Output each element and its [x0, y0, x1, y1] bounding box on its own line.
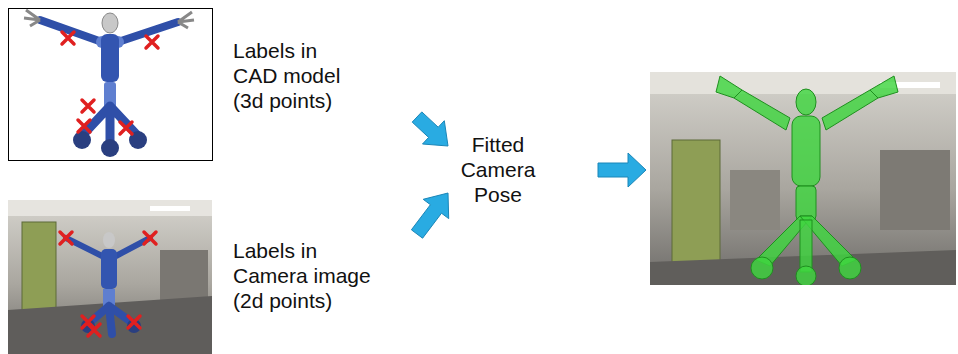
cad-model-image-part-part — [146, 36, 158, 48]
fitted-overlay-image-part — [730, 170, 780, 230]
fitted-overlay-image-part-part — [822, 90, 878, 130]
cad-model-image-part-part — [78, 120, 90, 132]
fitted-overlay-image — [650, 72, 956, 285]
cad-model-image-part — [9, 9, 213, 161]
fitted-overlay-image-part-part — [734, 90, 790, 130]
camera-image-part — [60, 232, 156, 336]
camera-image-part — [8, 200, 212, 216]
fitted-overlay-image-part-part — [751, 257, 773, 279]
right-arrow — [598, 153, 646, 187]
fitted-overlay-image-part-part — [800, 220, 812, 272]
label-text: Labels in Camera image (2d points) — [233, 238, 383, 313]
block-arrow — [412, 112, 448, 146]
fitted-overlay-image-part-part — [839, 257, 861, 279]
cad-model-image-part — [24, 10, 40, 26]
cad-model-image-part — [101, 139, 119, 157]
fitted-overlay-image-part — [672, 140, 720, 265]
fitted-overlay-image-part-part — [796, 266, 816, 285]
fitted-overlay-image-part-part — [716, 76, 742, 98]
label-text: Labels in CAD model (3d points) — [233, 38, 357, 113]
cad-model-image-part-part — [62, 32, 74, 44]
fitted-overlay-image-part — [650, 72, 956, 285]
right-arrow-part — [598, 153, 646, 187]
camera-image — [8, 200, 212, 354]
camera-image-part — [8, 200, 212, 354]
camera-image-part-part — [88, 324, 100, 336]
label-text: Fitted Camera Pose — [452, 132, 544, 207]
block-arrow — [411, 193, 448, 238]
cad-model-image-part — [101, 34, 119, 82]
cad-model-image-part-part — [120, 122, 132, 134]
camera-image-part — [160, 250, 208, 300]
input-label: Labels in Camera image (2d points) — [233, 236, 433, 315]
cad-model-image-part — [178, 12, 194, 28]
camera-image-part-part — [60, 232, 72, 244]
camera-image-part — [103, 232, 115, 248]
result-label: Fitted Camera Pose — [452, 130, 544, 209]
camera-image-part-part — [144, 232, 156, 244]
fitted-overlay-image-part-part — [796, 89, 816, 115]
fitted-overlay-image-part — [880, 150, 950, 230]
cad-model-image-part — [62, 32, 158, 134]
camera-image-part — [66, 238, 102, 256]
fitted-overlay-image-part-part — [792, 116, 820, 186]
fitted-overlay-image-part — [716, 76, 898, 285]
camera-image-part — [150, 206, 190, 211]
camera-image-part-part — [128, 316, 140, 328]
cad-model-image-part — [102, 13, 118, 33]
cad-model-image-part-part — [82, 100, 94, 112]
cad-model-image — [9, 9, 213, 161]
cad-model-image-part — [73, 131, 91, 149]
camera-image-part — [101, 249, 117, 289]
input-label: Labels in CAD model (3d points) — [233, 36, 433, 115]
fitted-overlay-image-part-part — [870, 76, 898, 98]
camera-image-part — [8, 296, 212, 354]
fitted-overlay-image-part-part — [796, 186, 816, 220]
camera-image-part — [22, 222, 56, 322]
